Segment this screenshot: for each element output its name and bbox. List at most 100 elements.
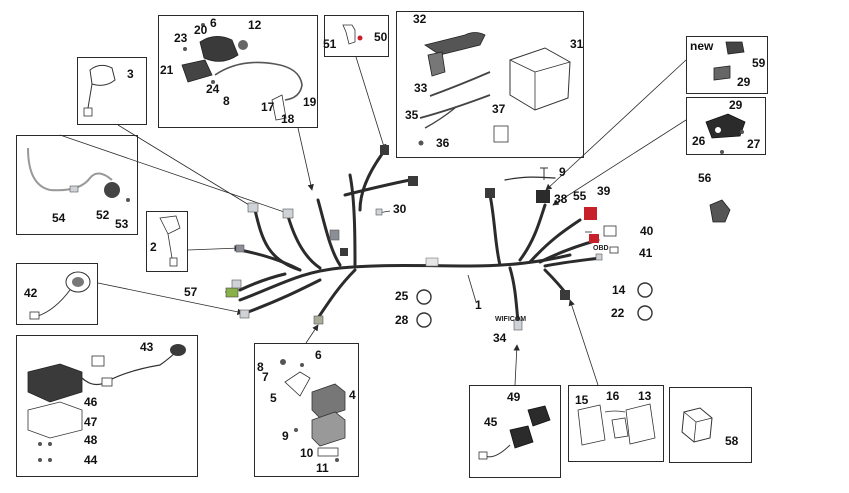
leader-2 xyxy=(187,245,241,252)
callout: 55 xyxy=(573,189,587,203)
part-group-relay xyxy=(280,359,346,462)
callout: 59 xyxy=(752,56,766,70)
connector-q xyxy=(560,290,570,300)
callout: 12 xyxy=(248,18,262,32)
harness-branch-j xyxy=(316,268,357,320)
callout: 48 xyxy=(84,433,98,447)
harness-branch-l xyxy=(508,266,520,324)
part-42 xyxy=(29,271,91,320)
callout: 27 xyxy=(747,137,761,151)
leader-50 xyxy=(355,56,387,151)
callout: 52 xyxy=(96,208,110,222)
part-group-20-switch xyxy=(181,23,303,121)
callout: 47 xyxy=(84,415,98,429)
callout: 37 xyxy=(492,102,506,116)
callout: 9 xyxy=(559,165,566,179)
callout: 30 xyxy=(393,202,407,216)
callout: 49 xyxy=(507,390,521,404)
callout: 15 xyxy=(575,393,589,407)
callout: 54 xyxy=(52,211,66,225)
callout: 44 xyxy=(84,453,98,467)
harness-branch-h xyxy=(238,272,287,292)
callout: 2 xyxy=(150,240,157,254)
part-group-wificom xyxy=(478,405,551,460)
loose-parts xyxy=(416,167,653,328)
callout: 31 xyxy=(570,37,584,51)
callout: 50 xyxy=(374,30,388,44)
callout: 13 xyxy=(638,389,652,403)
leader-4 xyxy=(305,324,319,344)
callout: 19 xyxy=(303,95,317,109)
callout: 8 xyxy=(223,94,230,108)
callout: 51 xyxy=(323,37,337,51)
harness-branch-c xyxy=(316,198,342,267)
callout: 22 xyxy=(611,306,625,320)
leader-1 xyxy=(467,274,477,303)
callout: 6 xyxy=(210,16,217,30)
part-40-clip xyxy=(603,225,617,237)
callout: 6 xyxy=(315,348,322,362)
harness-thin-wire xyxy=(504,176,556,181)
obd-label: OBD xyxy=(593,245,609,252)
connector-39 xyxy=(584,207,597,220)
part-56 xyxy=(709,199,731,223)
leader-new xyxy=(545,59,687,191)
harness-branch-k xyxy=(488,193,502,267)
callout: 11 xyxy=(316,461,329,475)
harness-trunk xyxy=(238,253,572,302)
connector-57b xyxy=(231,279,242,289)
callout: 8 xyxy=(257,360,264,374)
connector-d xyxy=(340,248,348,256)
callout: 18 xyxy=(281,112,295,126)
new-parts-label: new xyxy=(690,39,714,53)
callout: 33 xyxy=(414,81,428,95)
callout: 28 xyxy=(395,313,409,327)
connector-52 xyxy=(282,208,294,219)
harness-connectors xyxy=(225,145,603,331)
callout: 14 xyxy=(612,283,626,297)
connector-57 xyxy=(225,287,239,298)
callout: 46 xyxy=(84,395,98,409)
harness-label-tag xyxy=(425,257,439,267)
leader-13 xyxy=(568,299,599,386)
part-2 xyxy=(159,215,181,267)
box-new-parts xyxy=(686,36,768,94)
main-wiring-harness xyxy=(238,148,602,324)
callout: 32 xyxy=(413,12,427,26)
callout: 56 xyxy=(698,171,712,185)
connector-42 xyxy=(239,309,250,319)
callout: 4 xyxy=(349,388,356,402)
leader-3 xyxy=(117,124,255,209)
callout: 43 xyxy=(140,340,154,354)
callout: 24 xyxy=(206,82,220,96)
part-50-sensor xyxy=(342,24,363,45)
connector-2 xyxy=(235,244,245,253)
harness-branch-b xyxy=(286,214,322,270)
callout: 9 xyxy=(282,429,289,443)
callout: 45 xyxy=(484,415,498,429)
connector-k xyxy=(485,188,495,198)
part-3-switch xyxy=(83,64,116,117)
connector-30 xyxy=(375,208,383,216)
callout: 42 xyxy=(24,286,38,300)
part-25-ring xyxy=(416,289,432,305)
callout: 58 xyxy=(725,434,739,448)
leader-lines xyxy=(59,56,687,386)
part-group-52-54 xyxy=(27,147,130,202)
callout: 7 xyxy=(262,370,269,384)
connector-p xyxy=(595,253,603,261)
harness-branch-g xyxy=(238,248,302,272)
callout: 38 xyxy=(554,192,568,206)
part-group-new xyxy=(713,41,745,81)
harness-branch-i xyxy=(246,278,322,314)
part-9-bolt xyxy=(540,167,548,180)
harness-branch-e xyxy=(358,148,387,212)
callout: 29 xyxy=(729,98,743,112)
callout: 5 xyxy=(270,391,277,405)
connector-34 xyxy=(513,319,523,331)
callout: 20 xyxy=(194,23,208,37)
part-group-26-29 xyxy=(705,113,746,154)
callout: 36 xyxy=(436,136,450,150)
part-group-connectors-13-16 xyxy=(577,403,656,446)
